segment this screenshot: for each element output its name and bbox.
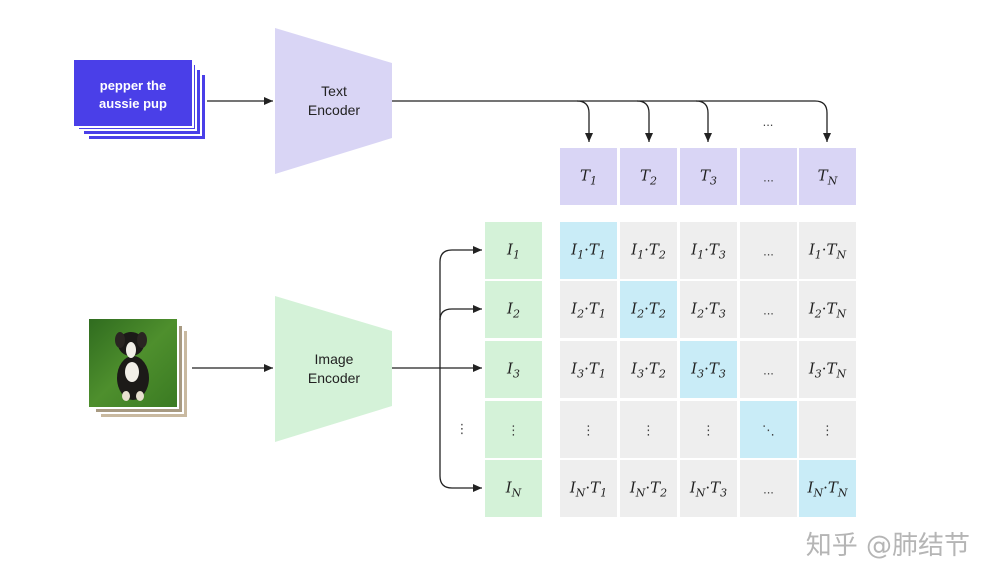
matrix-diagonal-ellipsis: ⋱: [762, 423, 775, 438]
matrix-cell: [740, 460, 797, 517]
matrix-horizontal-ellipsis: ...: [763, 303, 774, 318]
matrix-cell-diagonal: [560, 222, 617, 279]
matrix-cell: [620, 222, 677, 279]
text-input-line1: pepper the: [100, 78, 166, 93]
matrix-product-label: I2​·T1​: [570, 300, 606, 321]
matrix-cell: [799, 281, 856, 338]
text-embedding-cell: [740, 148, 797, 205]
text-embedding-row: T1​ T2​ T3​... TN​: [560, 148, 856, 205]
matrix-vertical-ellipsis: ⋮: [582, 423, 595, 438]
image-embedding-label: I3​: [506, 360, 520, 381]
image-encoder: Image Encoder: [275, 296, 392, 442]
puppy-icon: [115, 332, 149, 401]
image-embedding-cell: [485, 341, 542, 398]
matrix-product-label: I2​·T3​: [690, 300, 726, 321]
matrix-cell: [560, 341, 617, 398]
matrix-cell: [740, 281, 797, 338]
watermark: 知乎 @肺结节: [806, 531, 970, 561]
matrix-cell-diagonal: [799, 460, 856, 517]
text-embedding-ellipsis: ...: [763, 170, 774, 185]
matrix-cell: [680, 222, 737, 279]
matrix-product-label: I2​·T2​: [630, 300, 666, 321]
top-ellipsis: ...: [763, 114, 774, 129]
image-input-stack: [87, 317, 189, 419]
matrix-cell-diagonal: [680, 341, 737, 398]
matrix-cell: [560, 281, 617, 338]
text-embedding-cell: [680, 148, 737, 205]
matrix-product-label: IN​·T3​: [689, 479, 727, 500]
matrix-cell: [740, 222, 797, 279]
matrix-cell: [620, 341, 677, 398]
matrix-cell: [620, 401, 677, 458]
text-embedding-label: T3​: [700, 167, 717, 188]
matrix-cell: [680, 460, 737, 517]
matrix-product-label: IN​·T2​: [629, 479, 667, 500]
text-encoder: Text Encoder: [275, 28, 392, 174]
matrix-cell: [560, 460, 617, 517]
matrix-product-label: I3​·T3​: [690, 360, 726, 381]
image-embedding-label: IN​: [505, 479, 522, 500]
matrix-product-label: I1​·T3​: [690, 241, 726, 262]
image-embedding-cell: [485, 281, 542, 338]
image-embedding-cell: [485, 401, 542, 458]
image-embedding-ellipsis: ⋮: [507, 423, 520, 438]
image-embedding-column: I1​ I2​ I3​ ⋮ IN​: [485, 222, 542, 517]
text-input-line2: aussie pup: [99, 96, 167, 111]
text-encoder-line2: Encoder: [308, 102, 360, 118]
matrix-product-label: I3​·T2​: [630, 360, 666, 381]
image-embedding-cell: [485, 460, 542, 517]
image-branch-arrows: [392, 246, 482, 492]
text-input-stack: pepper the aussie pup: [72, 58, 207, 141]
image-encoder-line1: Image: [315, 351, 354, 367]
left-ellipsis: ⋮: [456, 421, 469, 436]
text-embedding-cell: [560, 148, 617, 205]
matrix-product-label: I3​·TN​: [808, 360, 847, 381]
text-embedding-cell: [799, 148, 856, 205]
matrix-cell: [680, 401, 737, 458]
matrix-product-label: IN​·T1​: [569, 479, 607, 500]
text-embedding-label: TN​: [818, 167, 838, 188]
matrix-cell-diagonal: [740, 401, 797, 458]
matrix-vertical-ellipsis: ⋮: [702, 423, 715, 438]
matrix-horizontal-ellipsis: ...: [763, 363, 774, 378]
text-embedding-cell: [620, 148, 677, 205]
text-encoder-line1: Text: [321, 83, 347, 99]
text-branch-arrows: [392, 100, 831, 142]
matrix-cell-diagonal: [620, 281, 677, 338]
matrix-cell: [799, 341, 856, 398]
matrix-cell: [680, 281, 737, 338]
matrix-product-label: I1​·TN​: [808, 241, 847, 262]
matrix-product-label: I1​·T2​: [630, 241, 666, 262]
matrix-product-label: I3​·T1​: [570, 360, 606, 381]
matrix-horizontal-ellipsis: ...: [763, 244, 774, 259]
text-embedding-label: T2​: [640, 167, 657, 188]
matrix-vertical-ellipsis: ⋮: [642, 423, 655, 438]
matrix-product-label: IN​·TN​: [807, 479, 848, 500]
matrix-cell: [799, 401, 856, 458]
matrix-horizontal-ellipsis: ...: [763, 482, 774, 497]
matrix-cell: [740, 341, 797, 398]
image-embedding-cell: [485, 222, 542, 279]
matrix-cell: [620, 460, 677, 517]
text-embedding-label: T1​: [580, 167, 597, 188]
matrix-cell: [799, 222, 856, 279]
image-embedding-label: I2​: [506, 300, 520, 321]
similarity-matrix: I1​·T1​ I1​·T2​ I1​·T3​... I1​·TN​ I2​·T1​ I2…: [560, 222, 856, 517]
matrix-product-label: I1​·T1​: [570, 241, 606, 262]
text-input-card: [72, 58, 194, 128]
matrix-product-label: I2​·TN​: [808, 300, 847, 321]
image-encoder-line2: Encoder: [308, 370, 360, 386]
image-embedding-label: I1​: [506, 241, 520, 262]
matrix-cell: [560, 401, 617, 458]
matrix-vertical-ellipsis: ⋮: [821, 423, 834, 438]
